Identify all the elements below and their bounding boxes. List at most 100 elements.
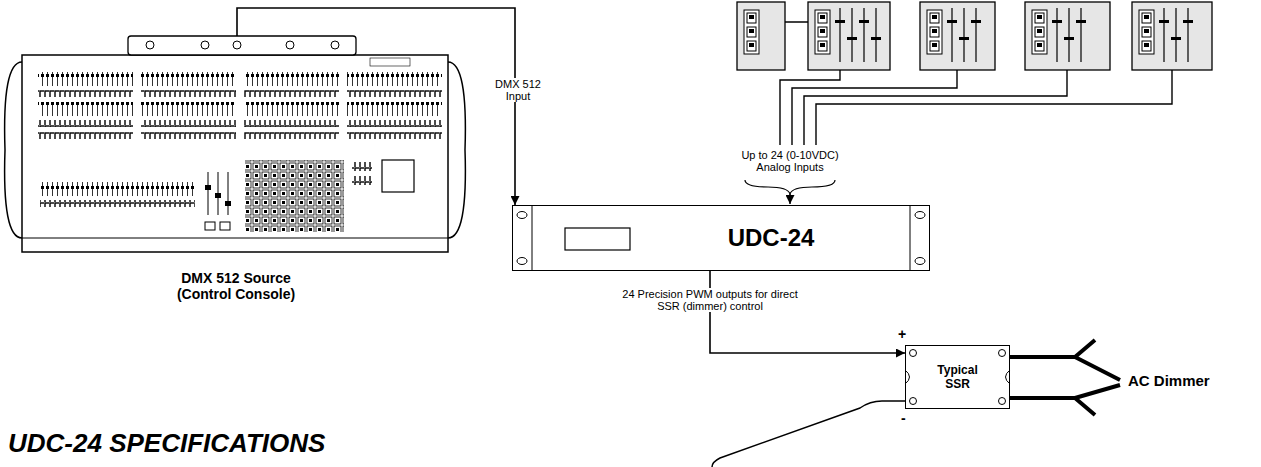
slider-cap	[1052, 20, 1062, 23]
button-row	[38, 120, 133, 127]
button-row	[141, 90, 236, 97]
button-column	[1032, 10, 1047, 54]
fader-cap	[215, 193, 221, 198]
panel-button	[1142, 41, 1151, 51]
input-note: Up to 24 (0-10VDC) Analog Inputs	[735, 149, 845, 173]
panel-button-led	[1144, 43, 1149, 47]
panel-button-led	[749, 43, 754, 47]
slider-cap	[971, 20, 981, 23]
panel-button-led	[1144, 29, 1149, 33]
fader-panel	[1132, 2, 1212, 70]
button-row	[141, 132, 236, 139]
console-logo	[370, 58, 410, 66]
panel-button	[747, 13, 756, 23]
fader-row	[347, 72, 442, 86]
fader-row	[141, 102, 236, 116]
node-text: Typical SSR	[927, 363, 989, 391]
slider-cap	[947, 20, 957, 23]
polarity-mark: +	[898, 326, 906, 342]
panel-button-led	[932, 43, 937, 47]
signal-cable	[710, 271, 905, 353]
button-row	[347, 120, 442, 127]
rail-knob	[331, 41, 339, 49]
node-text: DMX 512 Source (Control Console)	[166, 270, 306, 302]
panel-button	[818, 27, 827, 37]
button-row	[38, 132, 133, 139]
panel-button	[930, 41, 939, 51]
node-text: UDC-24	[728, 224, 815, 252]
rack-hole	[517, 212, 527, 219]
panel-button	[1035, 41, 1044, 51]
panel-button-led	[1144, 15, 1149, 19]
panel-button	[1142, 27, 1151, 37]
panel-button-led	[1037, 29, 1042, 33]
console-node: DMX 512 Source (Control Console)	[5, 36, 467, 306]
ssr-terminal	[910, 398, 917, 405]
panel-slider	[975, 8, 976, 62]
return-wire	[712, 401, 905, 467]
slider-cap	[847, 37, 857, 40]
button-column	[1139, 10, 1154, 54]
panel-button-led	[932, 15, 937, 19]
rack-hole	[517, 258, 527, 265]
panel-button	[1035, 27, 1044, 37]
button-grid	[245, 160, 344, 232]
rack-ear	[910, 205, 911, 271]
panel-button	[1142, 13, 1151, 23]
console-button	[220, 222, 230, 230]
output-label: AC Dimmer	[1128, 372, 1210, 389]
master-fader	[208, 172, 209, 215]
panel-button	[747, 41, 756, 51]
panel-slider	[875, 8, 876, 62]
panel-slider	[1163, 8, 1164, 62]
ac-line	[1010, 340, 1120, 380]
fader-row	[244, 72, 339, 86]
fader-cap	[205, 185, 211, 190]
panel-button-led	[749, 15, 754, 19]
button-row	[347, 132, 442, 139]
console-lip	[22, 238, 448, 239]
fader-row	[244, 102, 339, 116]
button-row	[141, 120, 236, 127]
panel-button	[930, 27, 939, 37]
display-window	[565, 228, 630, 250]
rail-knob	[146, 41, 154, 49]
analog-wire	[780, 70, 840, 145]
console-button	[352, 176, 372, 185]
panel-slider	[1080, 8, 1081, 62]
button-row	[244, 132, 339, 139]
slider-cap	[1076, 20, 1086, 23]
polarity-mark: -	[901, 410, 906, 426]
button-row	[38, 90, 133, 97]
edge-label: DMX 512 Input	[490, 78, 546, 102]
button-row	[40, 200, 195, 207]
fader-panel	[737, 2, 785, 70]
console-ear	[5, 62, 22, 238]
slider-cap	[1159, 20, 1169, 23]
trackpad	[382, 160, 414, 192]
panel-button-led	[932, 29, 937, 33]
ac-line	[1010, 385, 1120, 415]
console-button	[352, 162, 372, 171]
panel-button-led	[820, 29, 825, 33]
master-fader	[228, 172, 229, 215]
panel-slider	[839, 8, 840, 62]
slider-cap	[959, 37, 969, 40]
panel-button-led	[820, 43, 825, 47]
panel-button	[818, 41, 827, 51]
rack-ear	[532, 205, 533, 271]
rack-hole	[915, 212, 925, 219]
panel-slider	[1068, 8, 1069, 62]
panel-slider	[1187, 8, 1188, 62]
button-row	[244, 90, 339, 97]
fader-row	[347, 102, 442, 116]
signal-cable	[237, 8, 515, 205]
analog-wire	[792, 70, 957, 145]
ssr-box: Typical SSR	[905, 345, 1010, 409]
slider-cap	[1064, 37, 1074, 40]
section-heading: UDC-24 SPECIFICATIONS	[8, 428, 325, 459]
console-rail	[128, 36, 356, 55]
slider-cap	[1171, 37, 1181, 40]
